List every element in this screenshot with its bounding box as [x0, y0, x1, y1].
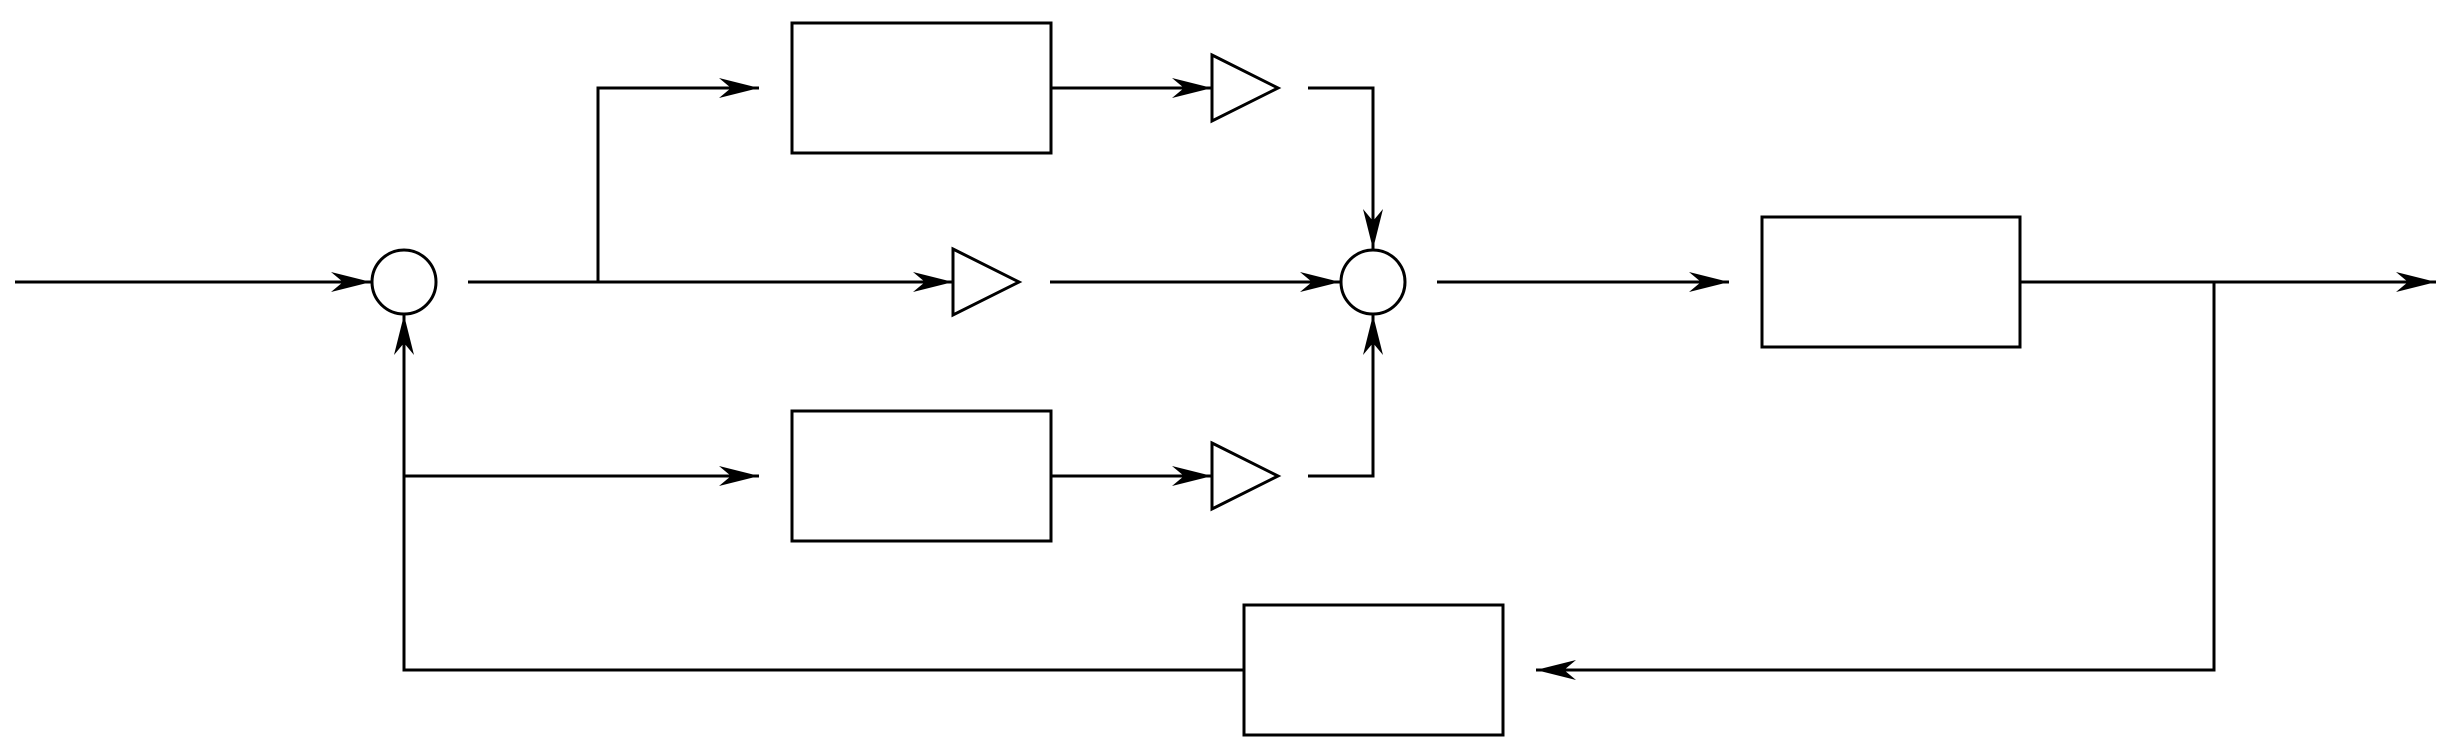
gain-upper — [1210, 52, 1282, 124]
feedback-to-junction-wire — [394, 315, 1244, 672]
lower-gain-to-junction-wire — [1308, 315, 1383, 478]
gain-lower — [1210, 440, 1282, 512]
upper-gain-to-junction-wire — [1308, 86, 1383, 249]
blocks — [790, 21, 2022, 737]
signal-wires — [15, 78, 2436, 680]
gains — [951, 52, 1282, 512]
upper-path-block — [790, 21, 1053, 155]
junctions — [370, 248, 1407, 316]
feedback-block — [1242, 603, 1505, 737]
plant-block — [1760, 215, 2022, 349]
upper-branch-wire — [596, 78, 759, 282]
input-summing-junction — [370, 248, 438, 316]
gain-middle — [951, 246, 1023, 318]
feedback-return-wire — [1536, 282, 2216, 680]
lower-path-block — [790, 409, 1053, 543]
output-summing-junction — [1339, 248, 1407, 316]
